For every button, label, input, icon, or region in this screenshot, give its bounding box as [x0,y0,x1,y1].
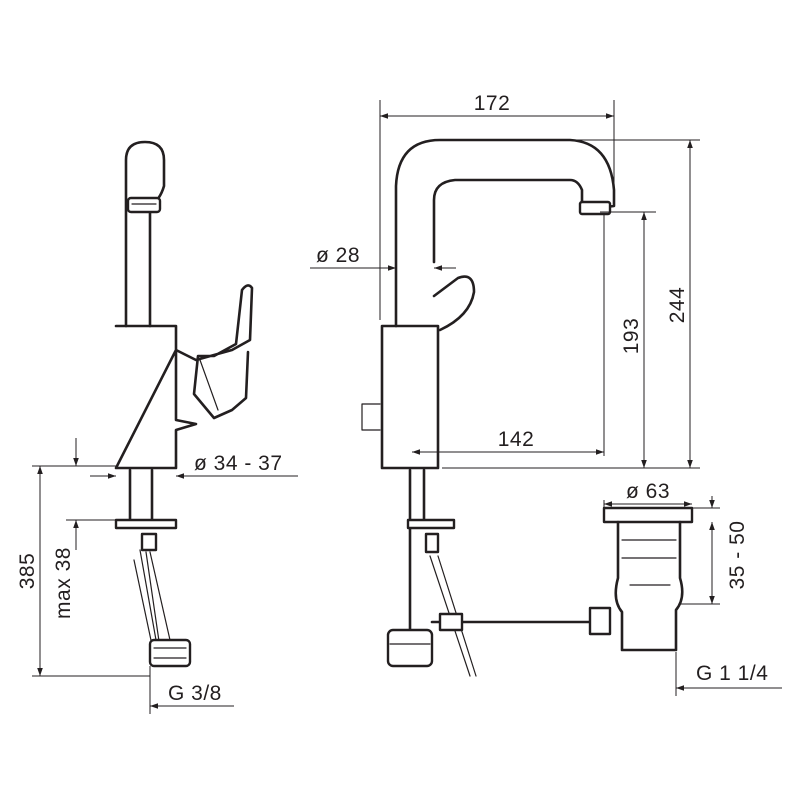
side-deck-plate [406,518,456,530]
side-lever [432,275,476,332]
side-view [361,138,616,677]
label-hole-34-37: ø 34 - 37 [194,452,283,475]
label-reach-142: 142 [498,428,535,451]
side-hose-connector [386,628,434,668]
label-waste-g114: G 1 1/4 [696,662,768,685]
waste-body [614,520,684,652]
dimension-labels: 172 244 193 142 ø 28 ø 34 - 37 385 max 3… [16,92,768,705]
front-spout [124,140,166,328]
label-width-172: 172 [474,92,511,115]
dimension-lines [32,100,782,714]
label-waste-63: ø 63 [626,480,670,503]
waste-valve [602,506,694,652]
front-view [114,140,254,668]
side-nut [424,532,440,554]
front-deck-plate [114,518,178,530]
label-diameter-28: ø 28 [316,244,360,267]
label-thread-g38: G 3/8 [168,682,222,705]
label-spout-height-193: 193 [620,318,643,355]
front-hose-connector [148,638,192,668]
front-aerator [126,196,162,214]
label-overall-385: 385 [16,553,39,590]
front-body [114,284,254,470]
waste-cap [602,506,694,524]
label-height-244: 244 [666,287,689,324]
side-spout [394,138,616,328]
front-hose [133,549,171,649]
front-nut [140,532,158,552]
side-body [380,324,440,470]
label-max-38: max 38 [52,547,75,619]
label-waste-35-50: 35 - 50 [726,521,749,590]
side-aerator [578,200,612,216]
